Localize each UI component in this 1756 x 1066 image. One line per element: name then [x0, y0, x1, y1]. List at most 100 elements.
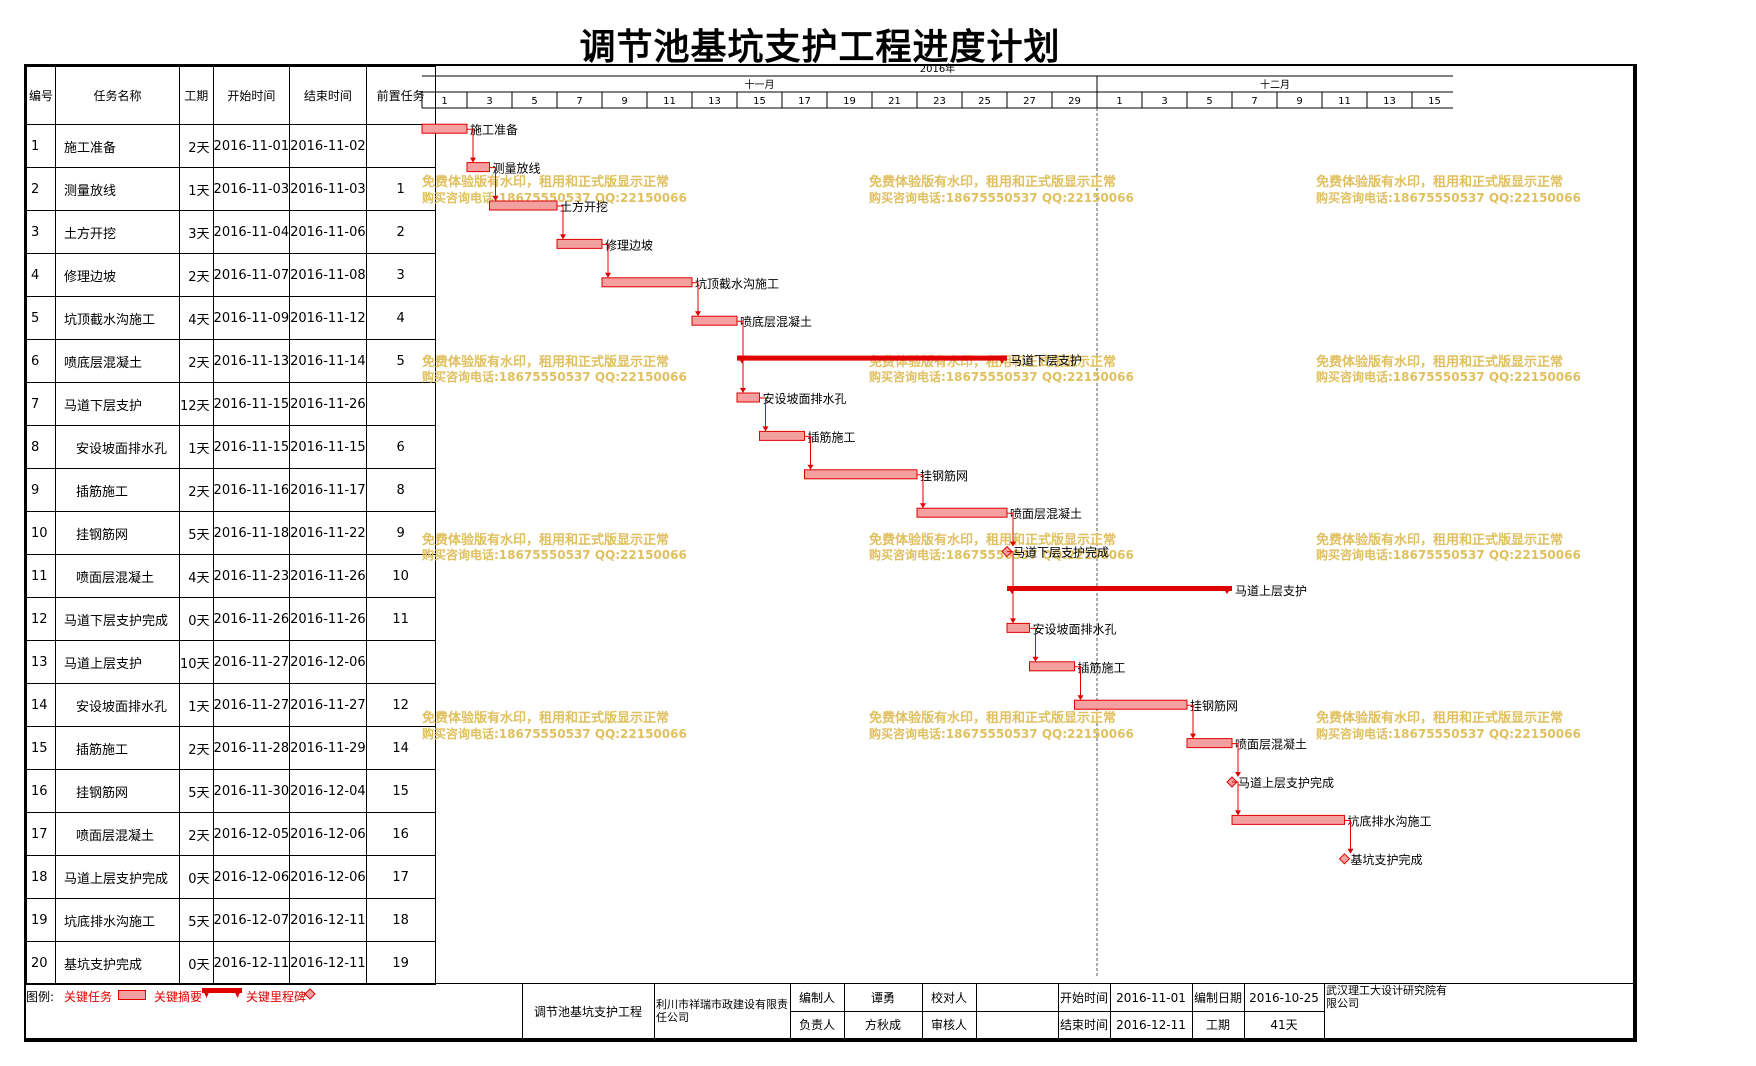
watermark-text: 购买咨询电话:18675550537 QQ:22150066	[869, 190, 1134, 205]
task-name: 基坑支护完成	[55, 941, 180, 985]
gantt-bar	[691, 315, 738, 326]
task-start: 2016-11-07	[212, 253, 291, 297]
gantt-label: 马道上层支护	[1235, 584, 1307, 598]
task-name: 插筋施工	[55, 726, 180, 770]
watermark-text: 购买咨询电话:18675550537 QQ:22150066	[1316, 190, 1581, 205]
dependency-link	[1007, 512, 1014, 545]
dependency-link	[602, 243, 609, 276]
gantt-label: 喷面层混凝土	[1235, 737, 1307, 752]
task-name: 喷面层混凝土	[55, 554, 180, 598]
gantt-summary-cap	[1007, 586, 1017, 594]
watermark-text: 购买咨询电话:18675550537 QQ:22150066	[1316, 369, 1581, 384]
task-end: 2016-12-11	[289, 898, 367, 942]
watermark-text: 免费体验版有水印，租用和正式版显示正常	[422, 710, 669, 726]
day-label: 7	[1251, 96, 1257, 107]
gantt-label: 插筋施工	[1078, 660, 1126, 675]
task-pred: 14	[365, 726, 436, 770]
gantt-label: 施工准备	[470, 123, 518, 137]
gantt-milestone	[1338, 853, 1351, 865]
watermark-text: 购买咨询电话:18675550537 QQ:22150066	[869, 369, 1134, 384]
day-label: 25	[978, 96, 991, 107]
task-id: 15	[26, 726, 56, 770]
task-id: 11	[26, 554, 56, 598]
task-start: 2016-11-01	[212, 124, 291, 168]
task-end: 2016-11-06	[289, 210, 367, 254]
gantt-label: 喷底层混凝土	[740, 314, 812, 329]
task-start: 2016-12-06	[212, 855, 291, 899]
gantt-label: 测量放线	[493, 161, 541, 176]
day-label: 7	[576, 96, 582, 107]
task-duration: 10天	[179, 640, 214, 684]
task-duration: 3天	[179, 210, 214, 254]
dependency-link	[1344, 819, 1351, 852]
dependency-link	[1232, 743, 1239, 775]
dependency-link	[1187, 704, 1194, 737]
watermark-text: 免费体验版有水印，租用和正式版显示正常	[1316, 174, 1563, 190]
task-name: 安设坡面排水孔	[55, 425, 180, 469]
task-id: 20	[26, 941, 56, 985]
watermark-text: 购买咨询电话:18675550537 QQ:22150066	[422, 726, 687, 741]
gantt-bar	[1074, 699, 1188, 710]
task-pred: 18	[365, 898, 436, 942]
day-label: 1	[1116, 96, 1122, 107]
header-start: 开始时间	[212, 66, 291, 125]
footer-company: 利川市祥瑞市政建设有限责任公司	[656, 998, 788, 1024]
legend-summary-label: 关键摘要	[154, 990, 203, 1004]
footer-hline	[790, 1011, 1324, 1012]
watermark-text: 购买咨询电话:18675550537 QQ:22150066	[1316, 726, 1581, 741]
task-name: 修理边坡	[55, 253, 180, 297]
task-start: 2016-12-05	[212, 812, 291, 856]
dependency-arrow	[1235, 772, 1241, 777]
day-label: 9	[1296, 96, 1302, 107]
gantt-bar	[1186, 738, 1233, 749]
dependency-arrow	[1235, 810, 1241, 816]
year-label: 2016年	[920, 62, 955, 75]
task-name: 马道下层支护	[55, 382, 180, 426]
watermark-text: 免费体验版有水印，租用和正式版显示正常	[422, 174, 669, 190]
watermark-text: 购买咨询电话:18675550537 QQ:22150066	[1316, 547, 1581, 562]
gantt-bar	[489, 200, 558, 211]
gantt-bar	[556, 238, 603, 249]
day-label: 11	[663, 96, 676, 107]
gantt-summary-bar	[1007, 586, 1232, 591]
dependency-link	[692, 282, 699, 315]
task-pred: 6	[365, 425, 436, 469]
dependency-arrow	[1010, 618, 1016, 624]
day-label: 27	[1023, 96, 1036, 107]
dependency-arrow	[1010, 541, 1016, 547]
task-pred: 16	[365, 812, 436, 856]
dependency-arrow	[1032, 656, 1039, 662]
legend-summary-swatch	[202, 988, 242, 998]
footer-start: 2016-11-01	[1116, 990, 1186, 1005]
gantt-label: 马道下层支护	[1010, 354, 1082, 368]
day-label: 15	[1428, 96, 1441, 107]
dependency-arrow	[1347, 848, 1354, 854]
dependency-arrow	[492, 196, 499, 201]
watermark-text: 免费体验版有水印，租用和正式版显示正常	[869, 710, 1116, 726]
gantt-label: 马道下层支护完成	[1013, 545, 1109, 560]
task-name: 坑顶截水沟施工	[55, 296, 180, 340]
task-duration: 2天	[179, 468, 214, 512]
dependency-link	[489, 167, 496, 199]
dependency-link	[917, 474, 924, 507]
day-label: 15	[753, 96, 766, 107]
legend-task-swatch	[118, 990, 146, 1000]
day-label: 9	[621, 96, 627, 107]
gantt-bar	[759, 430, 805, 441]
task-name: 测量放线	[55, 167, 180, 211]
task-id: 6	[26, 339, 56, 383]
legend-prefix: 图例:	[26, 990, 55, 1004]
task-pred: 3	[365, 253, 436, 297]
task-start: 2016-11-30	[212, 769, 291, 813]
day-label: 23	[933, 96, 946, 107]
task-duration: 2天	[179, 726, 214, 770]
